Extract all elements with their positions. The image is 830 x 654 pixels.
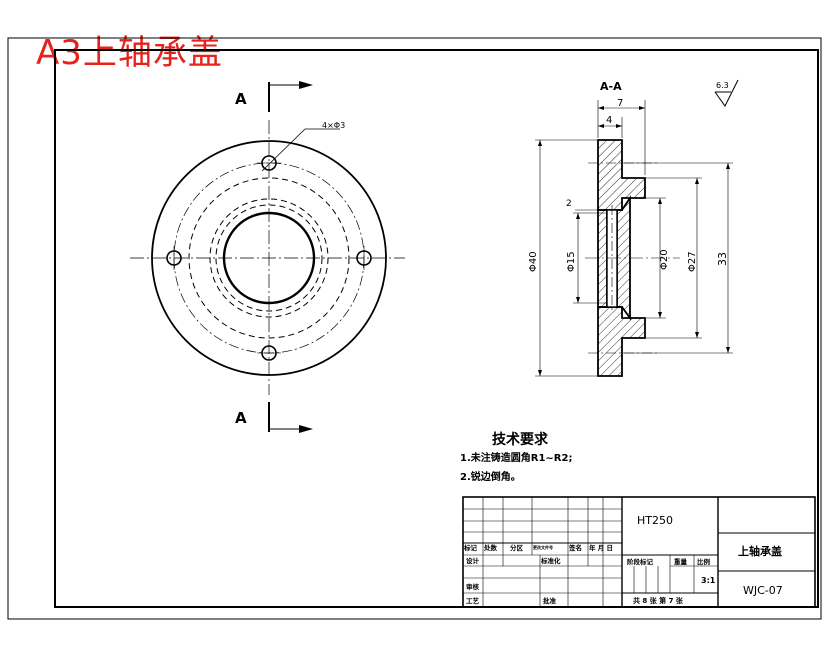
title-block-text: HT250 上轴承盖 WJC-07 3:1 共 8 张 第 7 张 标记 处数 … — [463, 514, 783, 605]
part-name-text: 上轴承盖 — [738, 544, 782, 558]
section-marker-top: A — [235, 90, 247, 108]
section-view-label: A-A — [600, 80, 622, 93]
dim-height-33: 33 — [716, 252, 729, 266]
sheet-info: 共 8 张 第 7 张 — [633, 596, 684, 605]
flange-outer-circle — [151, 140, 387, 376]
label-mark: 标记 — [463, 543, 478, 552]
dim-d27: Φ27 — [687, 251, 698, 272]
label-scale: 比例 — [697, 557, 711, 566]
material-text: HT250 — [637, 514, 673, 527]
label-count: 处数 — [483, 543, 498, 552]
label-design: 设计 — [466, 556, 480, 565]
label-standard: 标准化 — [540, 556, 561, 565]
label-review: 审核 — [466, 582, 480, 591]
hole-callout: 4×Φ3 — [322, 121, 345, 130]
dim-flange-width: 4 — [606, 115, 612, 126]
scale-value: 3:1 — [701, 576, 716, 585]
section-inner-wall — [597, 209, 608, 308]
label-approve: 批准 — [543, 596, 557, 605]
label-process: 工艺 — [466, 596, 480, 605]
tech-requirements: 技术要求 1.未注铸造圆角R1~R2; 2.锐边倒角。 — [460, 431, 572, 483]
label-change-doc: 更改文件号 — [533, 544, 553, 550]
dim-d15: Φ15 — [566, 251, 577, 272]
tech-item-1: 1.未注铸造圆角R1~R2; — [460, 451, 572, 464]
label-stage: 阶段标记 — [627, 557, 654, 566]
label-weight: 重量 — [674, 557, 688, 566]
section-marker-bottom: A — [235, 409, 247, 427]
dim-total-width: 7 — [617, 98, 623, 109]
outer-border — [7, 37, 822, 620]
roughness-symbol — [714, 79, 739, 107]
hidden-circle-d20 — [209, 198, 329, 318]
section-upper-flange — [597, 139, 646, 211]
front-view: 4×Φ3 A A — [130, 81, 405, 433]
dim-d20: Φ20 — [659, 249, 670, 270]
label-sign: 签名 — [568, 543, 582, 552]
label-date: 年 月 日 — [589, 543, 613, 552]
drawing-number-text: WJC-07 — [743, 584, 783, 597]
roughness-value: 6.3 — [716, 81, 729, 90]
sheet-title: A3上轴承盖 — [36, 33, 223, 73]
section-view: A-A 6.3 7 4 2 Φ40 — [528, 79, 739, 377]
tech-item-2: 2.锐边倒角。 — [460, 470, 521, 483]
dim-d40: Φ40 — [528, 251, 539, 272]
title-block — [462, 496, 816, 608]
label-zone: 分区 — [510, 543, 524, 552]
inner-frame — [54, 49, 819, 608]
dim-groove: 2 — [566, 199, 572, 209]
bore-circle — [222, 211, 316, 305]
tech-heading: 技术要求 — [492, 431, 549, 448]
section-lower-flange — [597, 306, 646, 377]
hidden-circle-d27 — [188, 177, 350, 339]
hole-leader — [261, 128, 306, 172]
hidden-circle-groove — [215, 204, 323, 312]
